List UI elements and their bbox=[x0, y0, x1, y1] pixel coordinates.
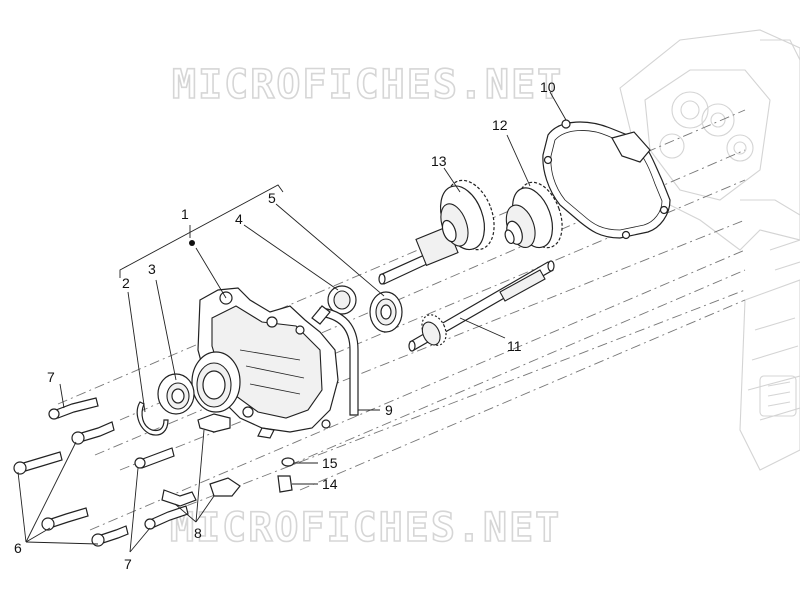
clip-8 bbox=[161, 413, 241, 507]
bearing-3 bbox=[157, 373, 195, 415]
screw-14 bbox=[277, 475, 293, 493]
bolts-6 bbox=[13, 421, 129, 547]
callout-12: 12 bbox=[492, 117, 508, 133]
leader-lines bbox=[17, 91, 567, 553]
callouts: 1 2 3 4 5 6 7 7 8 9 10 11 12 13 14 15 bbox=[14, 79, 556, 572]
callout-4: 4 bbox=[235, 211, 243, 227]
bolts-7 bbox=[48, 397, 189, 530]
callout-10: 10 bbox=[540, 79, 556, 95]
hose-9 bbox=[311, 305, 359, 416]
gear-shaft-13 bbox=[378, 179, 495, 285]
reference-dot bbox=[189, 240, 195, 246]
callout-11: 11 bbox=[507, 338, 522, 354]
gear-12 bbox=[504, 181, 563, 249]
callout-7-lower: 7 bbox=[124, 556, 132, 572]
bearing-5 bbox=[369, 291, 403, 333]
seal-4 bbox=[327, 285, 357, 315]
cover-housing-1 bbox=[191, 287, 339, 439]
watermark-top: MICROFICHES.NET bbox=[172, 62, 563, 108]
callout-7-upper: 7 bbox=[47, 369, 55, 385]
watermark-bottom: MICROFICHES.NET bbox=[170, 505, 561, 551]
gasket bbox=[542, 119, 671, 240]
callout-8: 8 bbox=[194, 525, 202, 541]
ghost-crankcase bbox=[619, 29, 800, 471]
shaft-11 bbox=[408, 260, 555, 352]
callout-9: 9 bbox=[385, 402, 393, 418]
callout-14: 14 bbox=[322, 476, 338, 492]
callout-6: 6 bbox=[14, 540, 22, 556]
callout-15: 15 bbox=[322, 455, 338, 471]
callout-13: 13 bbox=[431, 153, 447, 169]
callout-1: 1 bbox=[181, 206, 189, 222]
callout-5: 5 bbox=[268, 190, 276, 206]
callout-3: 3 bbox=[148, 261, 156, 277]
circlip-2 bbox=[136, 401, 169, 436]
callout-2: 2 bbox=[122, 275, 130, 291]
washer-15 bbox=[281, 457, 295, 467]
